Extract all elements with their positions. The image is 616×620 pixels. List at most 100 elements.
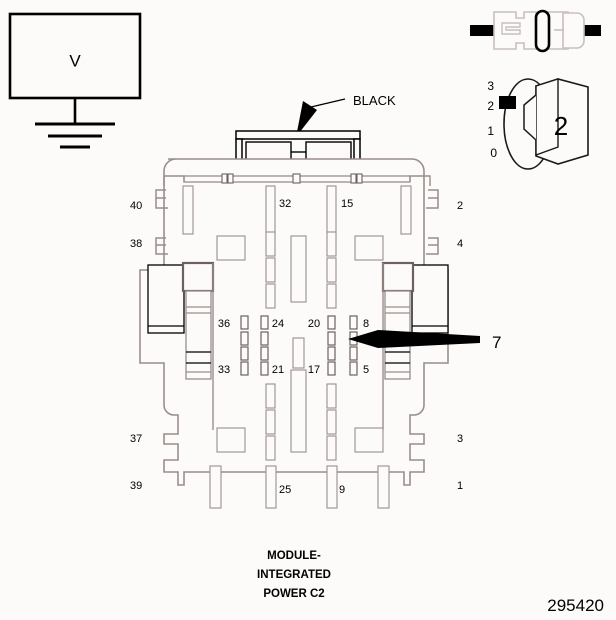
cavity-row-bottom [209,465,390,509]
side-label-right-3: 3 [457,433,463,445]
pin-label-8: 8 [363,318,369,330]
pin-label-24: 24 [272,318,284,330]
step-current-value: 2 [554,111,568,141]
side-label-right-4: 4 [457,238,463,250]
side-label-left-38: 38 [130,238,142,250]
grid-c2-r1 [260,315,269,330]
cavity-bottom-2 [265,465,277,509]
step-indicator: 3 2 1 0 2 [487,78,589,170]
pin-label-36: 36 [218,318,230,330]
caption-line-3: POWER C2 [263,588,324,600]
top-rail-key-2 [227,173,234,184]
connector-male-tab [501,22,521,35]
top-rail-key-3 [292,173,301,184]
black-callout-leader [310,98,346,108]
cavity-square-tr [354,235,384,261]
pin-label-5: 5 [363,364,369,376]
latch-bar-top [235,130,361,140]
black-callout-arrowhead [296,101,317,137]
cavity-bottom-3 [326,465,338,509]
voltmeter-box [8,12,142,100]
tab-right-lower [426,237,439,255]
side-labels-left: 40 38 37 39 [130,200,142,492]
grid-c2-r2 [260,331,269,346]
grid-c1-r3 [240,346,249,361]
pin-label-21: 21 [272,364,284,376]
pin-label-33: 33 [218,364,230,376]
cavity-square-tl [216,235,246,261]
cavity-col-a-6 [265,435,276,461]
side-label-left-40: 40 [130,200,142,212]
top-rail-left-step [163,175,185,186]
top-rail-key-4 [350,173,357,184]
cavity-col-a-1 [265,231,276,257]
cavity-col-b-4 [326,383,337,409]
cavity-col-b-5 [326,409,337,435]
top-rail-right-step [409,175,431,186]
grid-c1-r4 [240,361,249,376]
cavity-row-top [182,185,412,235]
tab-left-upper [155,189,168,209]
cavity-inner-columns [265,231,337,461]
step-tick-3: 3 [487,79,494,93]
grid-c2-r3 [260,346,269,361]
pin-label-20: 20 [308,318,320,330]
side-label-left-37: 37 [130,433,142,445]
side-label-right-1: 1 [457,480,463,492]
top-rail-key-1 [221,173,228,184]
pin-labels-bottom: 25 9 [279,484,345,496]
cavity-square-br [354,427,384,453]
cavity-col-a-3 [265,283,276,309]
caption-line-1: MODULE- [267,550,321,562]
pin-labels-top: 32 15 [279,198,353,210]
pin-7-arrow [348,330,480,348]
top-rail-key-5 [356,173,363,184]
black-callout-label: BLACK [353,93,396,108]
grid-c2-r4 [260,361,269,376]
figure-id-label: 295420 [547,596,604,615]
grid-c3-r2 [327,331,336,346]
cavity-bottom-1 [209,465,222,509]
grid-c4-r3 [349,346,358,361]
cavity-col-b-2 [326,257,337,283]
grid-c1-r1 [240,315,249,330]
tab-left-lower [155,237,168,255]
connector-wire-left [470,25,494,36]
cavity-top-2 [265,185,276,235]
grid-c3-r1 [327,315,336,330]
grid-c4-r1-pin8 [349,315,358,330]
black-callout: BLACK [296,93,396,137]
cavity-top-3 [326,185,337,235]
cavity-col-b-1 [326,231,337,257]
grid-c1-r2 [240,331,249,346]
pin-label-17: 17 [308,364,320,376]
left-rail-body [185,290,212,380]
left-rail-head [181,261,215,293]
latch-leg-right [353,138,361,161]
voltmeter-symbol: V [8,12,142,149]
housing-side-tabs [155,189,439,255]
tab-right-upper [426,189,439,209]
cavity-top-4 [400,185,412,235]
inline-connector-icon [470,9,601,53]
left-side-rail-assembly [147,261,215,430]
grid-c3-r3 [327,346,336,361]
pin-label-25: 25 [279,484,291,496]
cavity-squares [216,235,384,453]
connector-caption: MODULE- INTEGRATED POWER C2 [257,550,331,600]
step-indicator-notch [523,94,537,141]
connector-female-shell [562,12,585,49]
pin-7-callout: 7 [348,330,501,352]
cavity-center-lower [290,369,307,453]
side-labels-right: 2 4 3 1 [457,200,463,492]
step-indicator-marker [499,96,516,109]
grid-c4-r4-pin5 [349,361,358,376]
connector-wire-right [577,25,601,36]
latch-leg-left [235,138,243,161]
cavity-top-1 [182,185,194,235]
step-tick-2: 2 [487,99,494,113]
step-tick-1: 1 [487,124,494,138]
grid-c3-r4 [327,361,336,376]
connector-top-rail [163,173,431,186]
